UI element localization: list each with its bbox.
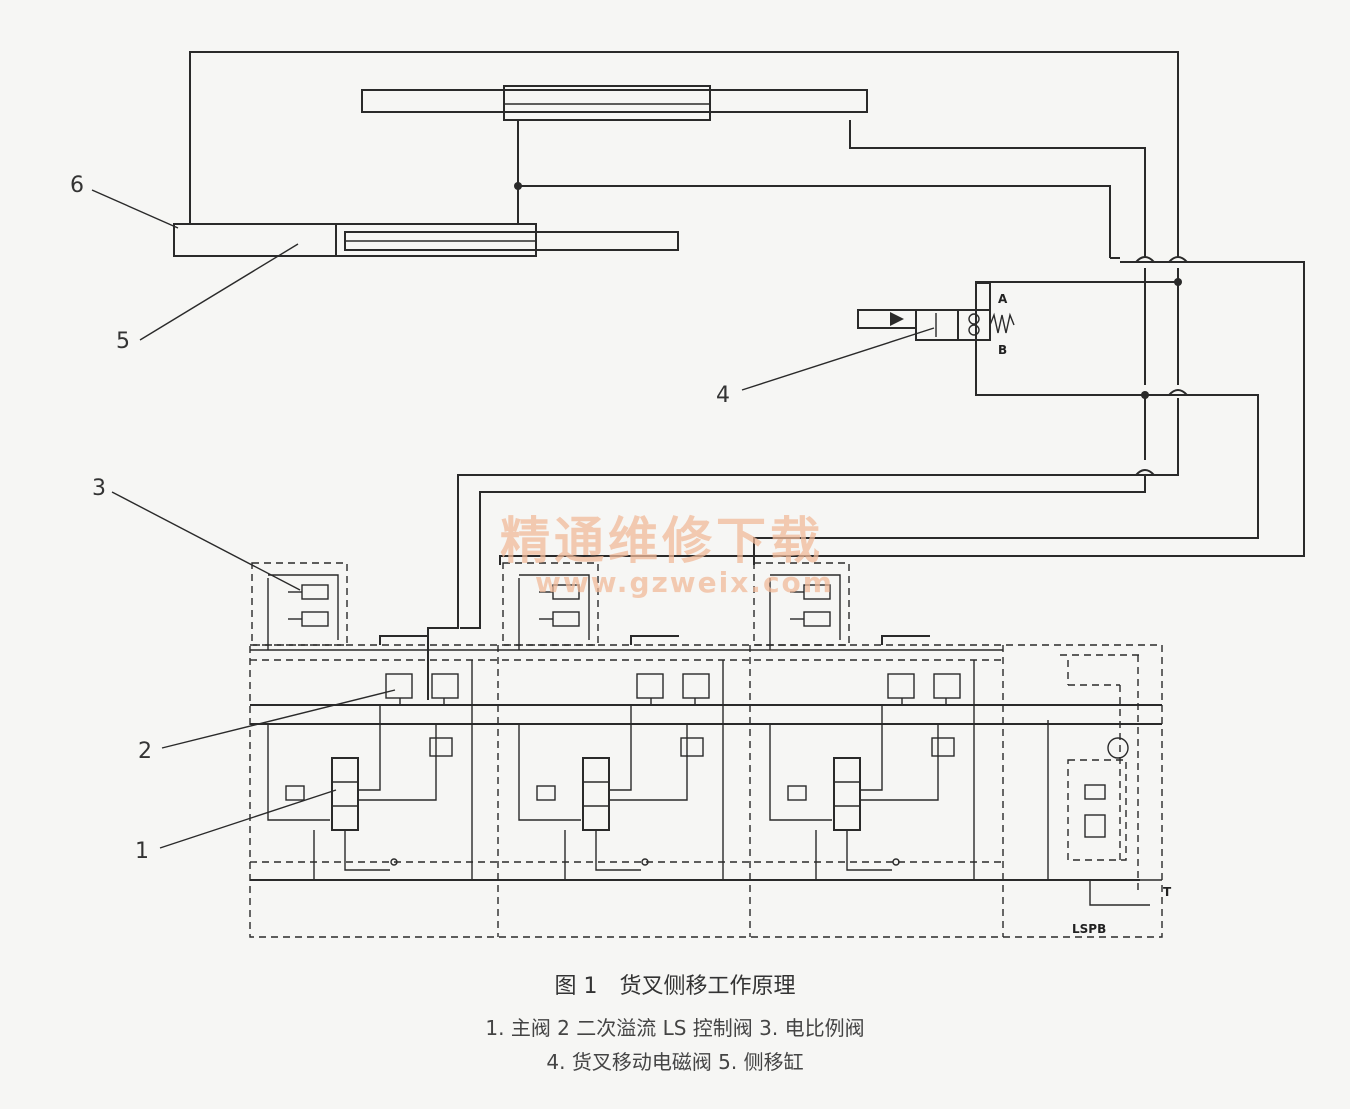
callout-3: 3 bbox=[92, 476, 106, 501]
watermark-title: 精通维修下载 bbox=[500, 511, 824, 570]
valve-sections bbox=[251, 562, 975, 880]
port-t-label: T bbox=[1163, 885, 1172, 899]
valve-bank bbox=[249, 644, 1163, 938]
callout-leaders bbox=[91, 189, 935, 849]
watermark-url: www.gzweix.com bbox=[535, 566, 834, 599]
valve-section-1 bbox=[251, 562, 473, 880]
callout-1: 1 bbox=[135, 839, 149, 864]
fork-shift-solenoid-valve-4 bbox=[857, 282, 1015, 341]
callout-4: 4 bbox=[716, 383, 730, 408]
side-shift-cylinder-5 bbox=[173, 223, 679, 257]
figure-legend-line-2: 4. 货叉移动电磁阀 5. 侧移缸 bbox=[546, 1050, 804, 1074]
valve-section-2 bbox=[502, 562, 724, 880]
callout-6: 6 bbox=[70, 173, 84, 198]
callout-5: 5 bbox=[116, 329, 130, 354]
lspb-label: LSPB bbox=[1072, 922, 1106, 936]
callout-2: 2 bbox=[138, 739, 152, 764]
valve-section-3 bbox=[753, 562, 975, 880]
port-a-label: A bbox=[998, 292, 1008, 306]
pipe-network bbox=[189, 51, 1305, 700]
figure-legend-line-1: 1. 主阀 2 二次溢流 LS 控制阀 3. 电比例阀 bbox=[485, 1016, 865, 1040]
port-b-label: B bbox=[998, 343, 1007, 357]
figure-title: 图 1 货叉侧移工作原理 bbox=[554, 974, 796, 999]
upper-cylinder bbox=[361, 85, 868, 121]
